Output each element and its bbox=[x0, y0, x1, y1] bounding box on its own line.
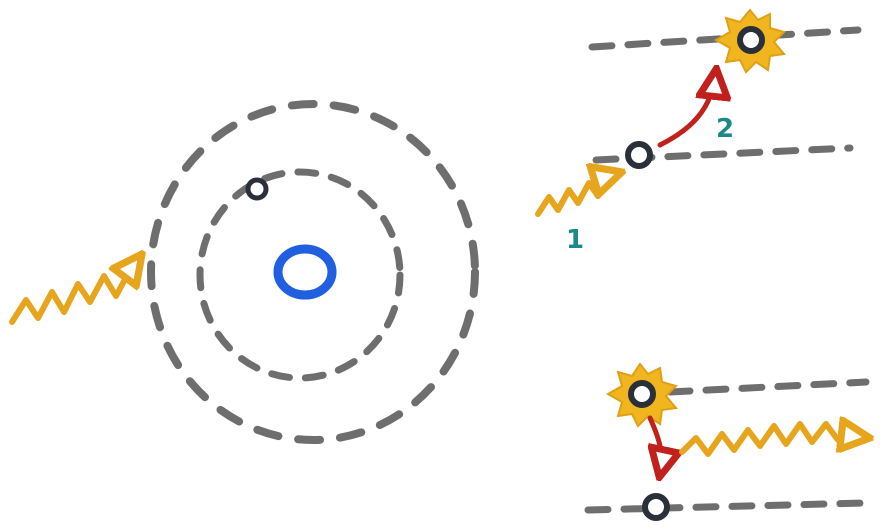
excited-electron-emission-icon bbox=[605, 362, 678, 428]
ground-state-electron bbox=[625, 141, 653, 169]
emission-panel bbox=[584, 362, 870, 521]
outer-orbit bbox=[147, 100, 479, 444]
decay-arrow bbox=[650, 415, 662, 474]
inner-electron bbox=[245, 177, 269, 201]
step-1-label: 1 bbox=[566, 225, 584, 255]
relaxed-electron bbox=[642, 493, 670, 521]
excited-electron-icon bbox=[713, 8, 786, 74]
step-2-label: 2 bbox=[716, 114, 734, 144]
inner-orbit bbox=[196, 168, 404, 382]
incoming-photon-wave bbox=[9, 254, 142, 325]
absorption-panel: 1 2 bbox=[535, 8, 862, 255]
emitted-photon-wave bbox=[679, 424, 870, 457]
upper-energy-level bbox=[588, 26, 862, 51]
atom-model bbox=[9, 100, 479, 444]
excitation-arrow bbox=[657, 72, 716, 148]
lower-energy-level-emission bbox=[584, 499, 870, 514]
upper-energy-level-emission bbox=[666, 378, 870, 396]
nucleus bbox=[273, 244, 337, 300]
absorbed-photon-wave bbox=[535, 172, 622, 217]
